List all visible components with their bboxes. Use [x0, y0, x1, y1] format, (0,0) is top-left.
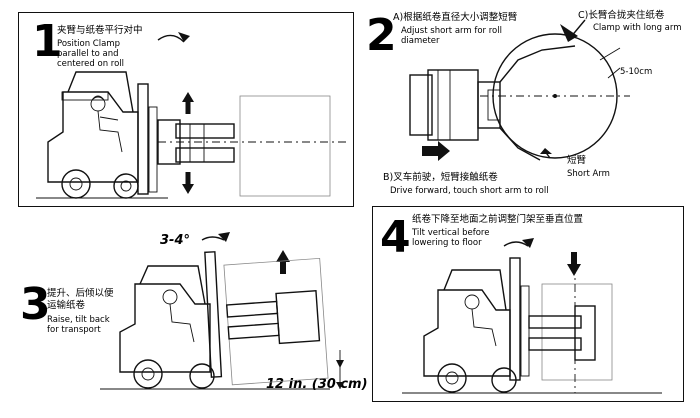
step2-c-en: Clamp with long arm [593, 23, 682, 33]
step2-a-cn: A)根据纸卷直径大小调整短臂 [393, 12, 518, 23]
step3-title-cn: 提升、后倾以便 运输纸卷 [47, 288, 114, 311]
step2-a-en: Adjust short arm for roll diameter [401, 26, 502, 46]
step4-title-en: Tilt vertical before lowering to floor [412, 228, 490, 248]
step2-gap: 5-10cm [620, 67, 653, 77]
step2-c-cn: C)长臂合拢夹住纸卷 [578, 10, 665, 21]
step3-title-en: Raise, tilt back for transport [47, 315, 110, 335]
step3-number: 3 [20, 279, 51, 330]
step4-forklift-icon [402, 238, 662, 394]
step1-number: 1 [32, 16, 63, 67]
step2-short-arm-cn: 短臂 [567, 155, 587, 166]
step1-forklift-icon [36, 32, 348, 199]
step3-forklift-icon [100, 232, 344, 390]
step2-short-arm-en: Short Arm [567, 169, 610, 179]
step4-title-cn: 纸卷下降至地面之前调整门架至垂直位置 [412, 214, 584, 225]
step3-angle: 3-4° [160, 233, 190, 248]
step2-clamp-topview [409, 19, 630, 161]
step2-b-en: Drive forward, touch short arm to roll [390, 186, 549, 196]
step1-title-en: Position Clamp parallel to and centered … [57, 39, 125, 69]
step2-number: 2 [366, 10, 397, 61]
step2-b-cn: B)叉车前驶，短臂接触纸卷 [383, 172, 498, 183]
step1-title-cn: 夹臂与纸卷平行对中 [57, 25, 143, 36]
step4-number: 4 [380, 212, 411, 263]
